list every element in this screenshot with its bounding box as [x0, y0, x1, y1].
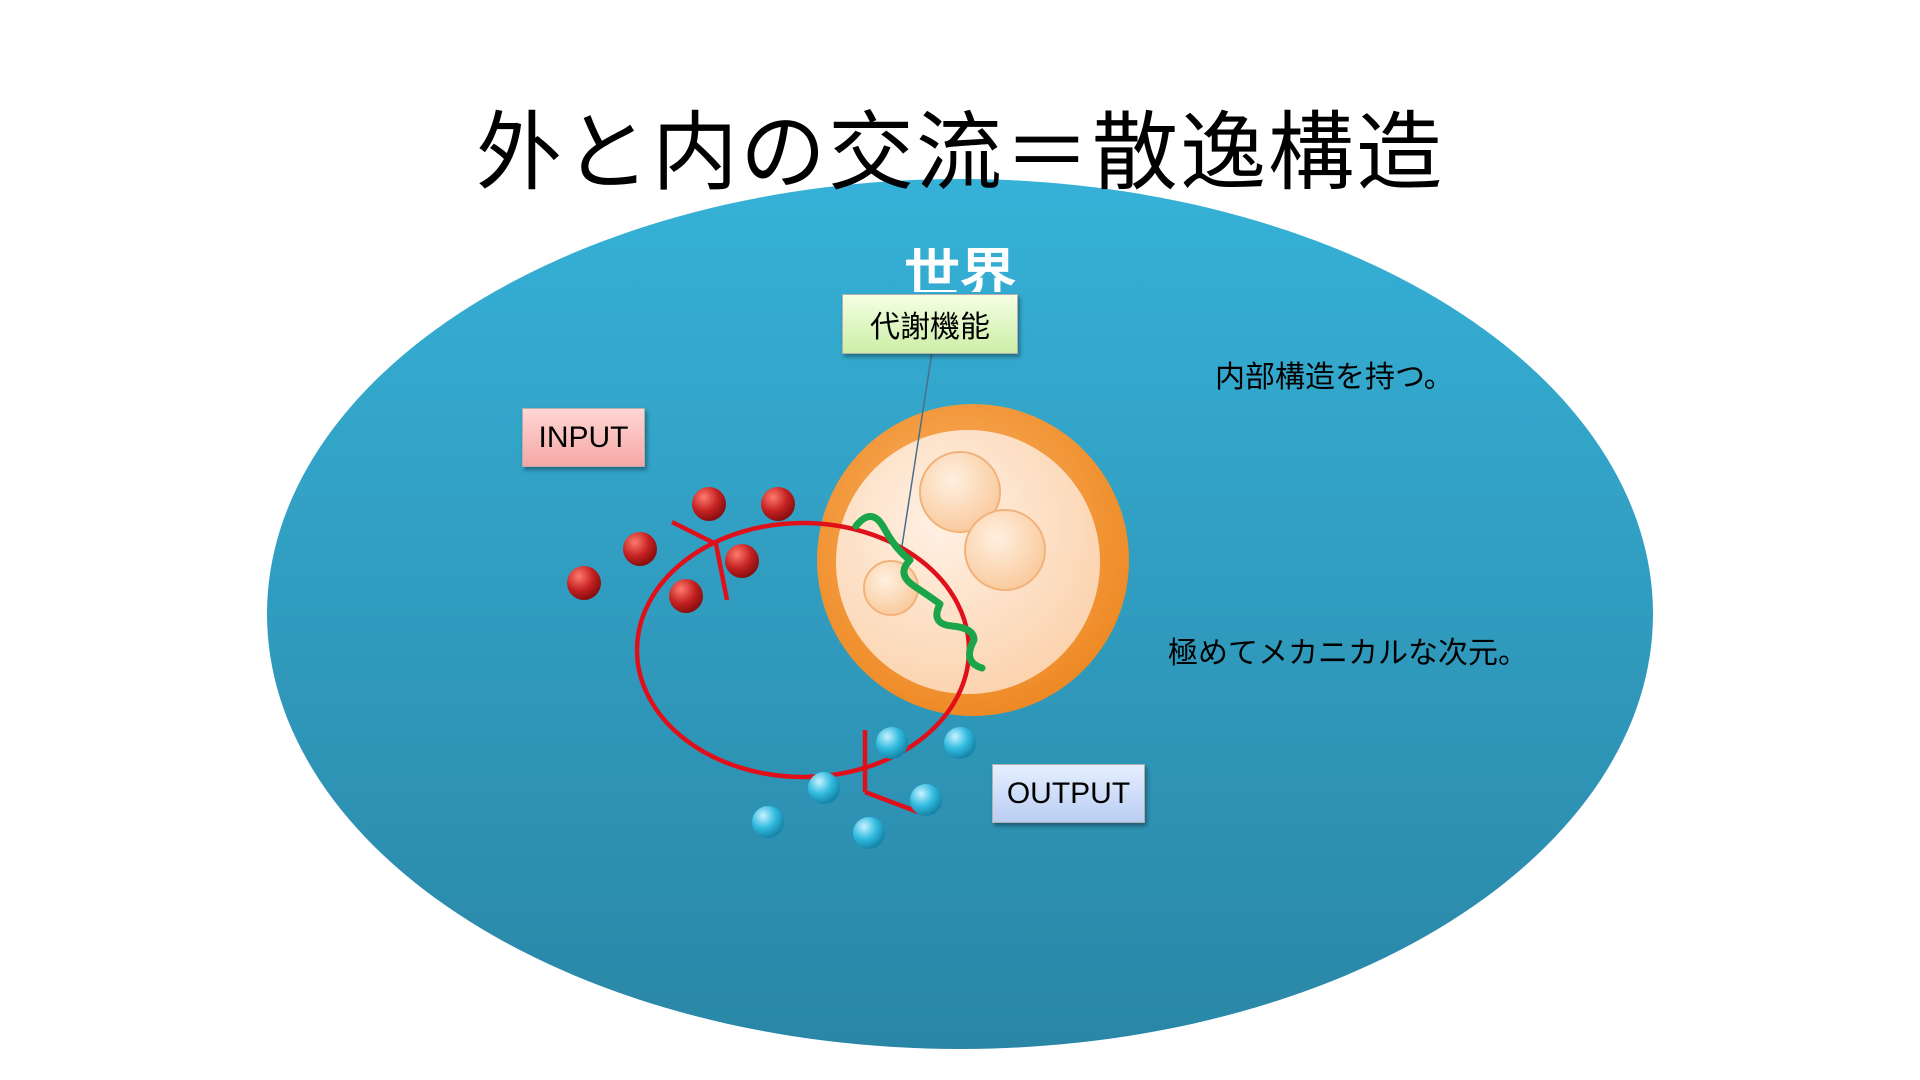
- input-particle: [669, 579, 703, 613]
- input-label: INPUT: [522, 408, 645, 467]
- organelle-small: [863, 560, 919, 616]
- output-particle: [808, 772, 840, 804]
- input-particle: [567, 566, 601, 600]
- input-gate-mark-1: [670, 519, 718, 547]
- world-label: 世界: [904, 248, 1016, 292]
- metabolism-label: 代謝機能: [842, 294, 1018, 354]
- cell: [817, 404, 1129, 716]
- slide-title: 外と内の交流＝散逸構造: [476, 103, 1444, 203]
- input-particle: [623, 532, 657, 566]
- input-particle: [692, 487, 726, 521]
- organelle-right: [964, 509, 1046, 591]
- note-internal-structure: 内部構造を持つ。: [1215, 360, 1454, 395]
- output-gate-mark-2: [864, 789, 919, 815]
- output-particle: [910, 784, 942, 816]
- output-particle: [853, 817, 885, 849]
- input-gate-mark-2: [713, 543, 730, 601]
- organelle-top: [919, 451, 1001, 533]
- metabolism-leader-line: [901, 351, 933, 547]
- input-particle: [725, 544, 759, 578]
- metabolism-wave: [852, 513, 986, 672]
- output-particle: [752, 806, 784, 838]
- input-particle: [761, 487, 795, 521]
- note-mechanical-dimension: 極めてメカニカルな次元。: [1168, 636, 1528, 671]
- output-particle: [944, 727, 976, 759]
- output-label: OUTPUT: [992, 764, 1145, 823]
- output-particle: [876, 727, 908, 759]
